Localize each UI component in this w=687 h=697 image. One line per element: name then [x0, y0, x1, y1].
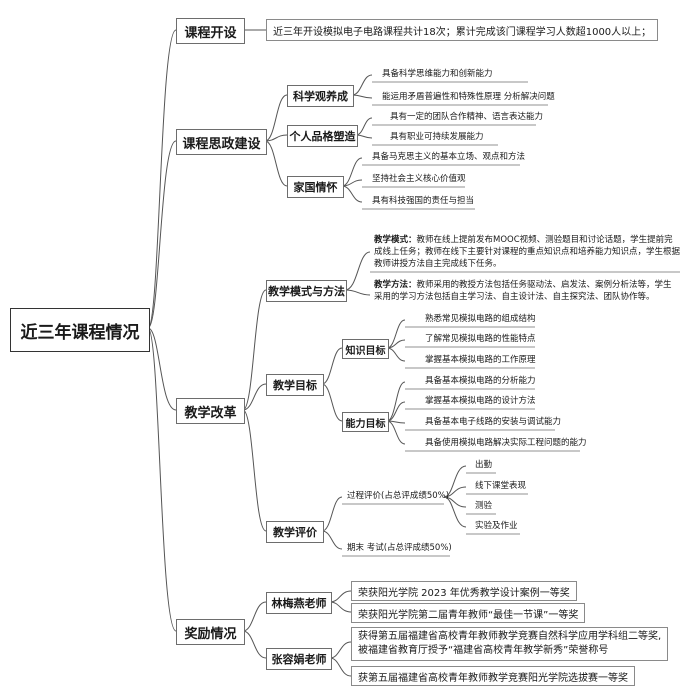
- nengli-item-3: 具备基本电子线路的安装与调试能力: [425, 417, 562, 427]
- node-mubiao: 教学目标: [266, 374, 324, 396]
- node-nengli: 能力目标: [342, 412, 389, 432]
- zhang-award-1-line2: 被福建省教育厅授予“福建省高校青年教学新秀”荣誉称号: [358, 645, 609, 656]
- zhishi-item-2: 了解常见模拟电路的性能特点: [425, 334, 536, 344]
- edge-gaige-moshi: [242, 289, 267, 411]
- edge-jiangli-lin: [242, 601, 267, 632]
- node-renge: 个人品格塑造: [287, 125, 358, 147]
- edge-sizheng-kexue: [264, 94, 288, 142]
- mode-text: 教师在线上提前发布MOOC视频、测验题目和讨论话题，学生提前完成线上任务；教师在…: [374, 235, 681, 269]
- edge-sizheng-jiaguo: [264, 140, 288, 187]
- method-title: 教学方法：: [374, 280, 417, 290]
- jiaguo-item-3: 具有科技强国的责任与担当: [372, 196, 475, 206]
- zhang-award-1: 获得第五届福建省高校青年教师教学竞赛自然科学应用学科组二等奖, 被福建省教育厅授…: [351, 627, 669, 661]
- process-eval: 过程评价(占总评成绩50%): [347, 491, 450, 501]
- nengli-item-4: 具备使用模拟电路解决实际工程问题的能力: [425, 438, 587, 448]
- edge-root-kaishe: [147, 29, 177, 329]
- zhang-award-2: 获第五届福建省高校青年教师教学竞赛阳光学院选拔赛一等奖: [351, 666, 635, 686]
- process-item-3: 测验: [475, 501, 493, 511]
- kaishe-detail: 近三年开设模拟电子电路课程共计18次；累计完成该门课程学习人数超1000人以上；: [266, 19, 659, 41]
- edge-gaige-mubiao: [242, 383, 267, 411]
- final-exam: 期末 考试(占总评成绩50%): [347, 543, 452, 553]
- lin-award-1: 荣获阳光学院 2023 年优秀教学设计案例一等奖: [351, 581, 577, 601]
- edge-gaige-pingjia: [242, 409, 267, 532]
- node-pingjia: 教学评价: [266, 521, 324, 543]
- node-moshi: 教学模式与方法: [266, 280, 347, 302]
- root-node: 近三年课程情况: [10, 308, 150, 352]
- jiaguo-item-2: 坚持社会主义核心价值观: [372, 174, 466, 184]
- zhang-award-1-line1: 获得第五届福建省高校青年教师教学竞赛自然科学应用学科组二等奖,: [358, 631, 662, 642]
- edge-jiangli-zhang: [242, 630, 267, 659]
- branch-gaige: 教学改革: [176, 398, 245, 424]
- nengli-item-2: 掌握基本模拟电路的设计方法: [425, 396, 536, 406]
- mode-title: 教学模式：: [374, 235, 417, 245]
- edge-sizheng-renge: [264, 134, 288, 142]
- method-text: 教师采用的教授方法包括任务驱动法、启发法、案例分析法等，学生采用的学习方法包括自…: [374, 280, 672, 302]
- branch-sizheng: 课程思政建设: [176, 129, 267, 155]
- edge-root-jiangli: [147, 327, 177, 632]
- branch-jiangli: 奖励情况: [176, 619, 245, 645]
- edge-root-gaige: [147, 327, 177, 411]
- process-item-4: 实验及作业: [475, 521, 518, 531]
- renge-item-1: 具有一定的团队合作精神、语言表达能力: [390, 112, 544, 122]
- renge-item-2: 具有职业可持续发展能力: [390, 132, 484, 142]
- edge-root-sizheng: [147, 140, 177, 329]
- jiaguo-item-1: 具备马克思主义的基本立场、观点和方法: [372, 152, 526, 162]
- branch-kaishe: 课程开设: [176, 18, 245, 44]
- kexue-item-1: 具备科学思维能力和创新能力: [382, 69, 493, 79]
- node-jiaguo: 家国情怀: [287, 176, 344, 198]
- process-item-2: 线下课堂表现: [475, 481, 527, 491]
- node-zhang: 张容娟老师: [266, 648, 332, 670]
- process-item-1: 出勤: [475, 460, 493, 470]
- lin-award-2: 荣获阳光学院第二届青年教师“最佳一节课”一等奖: [351, 603, 586, 623]
- node-lin: 林梅燕老师: [266, 592, 332, 614]
- zhishi-item-3: 掌握基本模拟电路的工作原理: [425, 355, 536, 365]
- zhishi-item-1: 熟悉常见模拟电路的组成结构: [425, 314, 536, 324]
- moshi-method-paragraph: 教学方法：教师采用的教授方法包括任务驱动法、启发法、案例分析法等，学生采用的学习…: [374, 279, 680, 303]
- kexue-item-2: 能运用矛盾普遍性和特殊性原理 分析解决问题: [382, 92, 555, 102]
- node-zhishi: 知识目标: [342, 339, 389, 359]
- node-kexue: 科学观养成: [287, 85, 354, 107]
- nengli-item-1: 具备基本模拟电路的分析能力: [425, 376, 536, 386]
- moshi-mode-paragraph: 教学模式：教师在线上提前发布MOOC视频、测验题目和讨论话题，学生提前完成线上任…: [374, 234, 680, 270]
